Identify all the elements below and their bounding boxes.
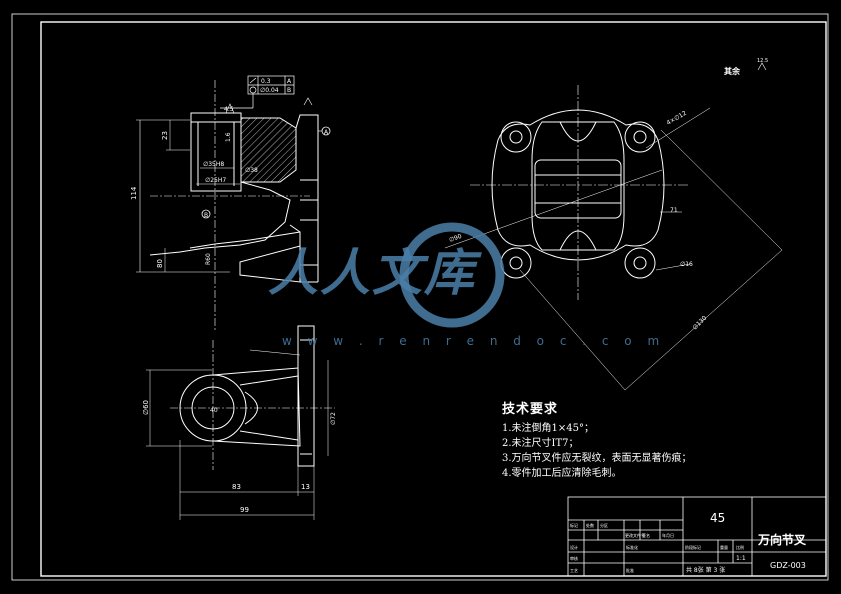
dim-d38: ∅38 [245, 167, 258, 174]
tech-req-item: 4.零件加工后应清除毛刺。 [502, 468, 622, 479]
dim-83: 83 [232, 483, 241, 491]
material: 45 [710, 511, 725, 525]
front-view [136, 75, 331, 330]
datum-b: B [204, 212, 208, 219]
sheet-info: 共 8张 第 3 张 [686, 566, 725, 574]
tb-label-7: 标准化 [626, 544, 638, 550]
dim-d72: ∅72 [330, 412, 337, 425]
outer-frame [11, 13, 829, 581]
tb-label-8: 阶段标记 [685, 544, 701, 550]
tol-row2-value: ∅0.04 [260, 87, 279, 94]
dim-80: 80 [156, 259, 164, 268]
dim-71: 71 [670, 207, 678, 214]
dim-d25: ∅25H7 [205, 177, 226, 184]
tech-req-item: 2.未注尺寸IT7； [502, 438, 579, 449]
hub-inner [191, 386, 235, 430]
dim-4-5: 4.5 [224, 106, 234, 113]
drawing-no: GDZ-003 [770, 561, 806, 570]
tb-label-13: 批准 [626, 567, 634, 573]
dim-d130: ∅130 [691, 315, 708, 332]
top-view [146, 325, 335, 520]
tech-req-heading: 技术要求 [502, 402, 559, 417]
dim-d60: ∅60 [142, 400, 150, 415]
tb-label-11: 审核 [570, 555, 578, 561]
tb-label-3: 更改文件号 [625, 532, 645, 538]
tech-req-item: 1.未注倒角1×45°； [502, 423, 595, 434]
watermark-url: w w w . r e n r e n d o c . c o m [282, 334, 666, 348]
tb-label-9: 重量 [720, 544, 728, 550]
tol-row2-datum: B [287, 87, 291, 94]
dim-99: 99 [240, 506, 249, 514]
title-block [567, 496, 827, 577]
dim-d35: ∅35H8 [203, 161, 224, 168]
datum-a: A [324, 129, 329, 136]
tol-row1-datum: A [287, 78, 292, 85]
dim-d90: ∅90 [448, 233, 463, 244]
scale: 1:1 [736, 555, 746, 562]
dim-114: 114 [130, 186, 138, 200]
inner-frame [40, 21, 827, 577]
watermark-logo [399, 222, 505, 328]
technical-requirements: 技术要求 1.未注倒角1×45°； 2.未注尺寸IT7； 3.万向节叉件应无裂纹… [502, 398, 692, 481]
dim-d16: ∅16 [680, 261, 693, 268]
tech-req-item: 3.万向节叉件应无裂纹，表面无显著伤痕； [502, 453, 692, 464]
tol-row1-value: 0.3 [261, 78, 271, 85]
tolerance-frame [220, 75, 295, 109]
roughness-note: 其余 [724, 66, 741, 76]
tb-label-10: 比例 [736, 544, 744, 550]
dim-23: 23 [161, 131, 169, 140]
roughness-value: 12.5 [757, 58, 768, 64]
tb-label-2: 分区 [600, 522, 608, 528]
dim-1-6: 1.6 [225, 132, 232, 142]
title-block-texts: 45 万向节叉 GDZ-003 1:1 共 8张 第 3 张 标记 处数 分区 … [570, 511, 807, 574]
tb-label-4: 签名 [642, 532, 650, 538]
dim-r60: R60 [205, 253, 212, 265]
tb-label-6: 设计 [570, 544, 578, 550]
part-name: 万向节叉 [757, 532, 807, 547]
dim-4x: 4×∅12 [666, 110, 688, 127]
dim-40: 40 [210, 407, 218, 414]
tb-label-5: 年月日 [662, 532, 674, 538]
dim-13: 13 [301, 483, 310, 491]
tb-label-1: 处数 [586, 522, 594, 528]
watermark-text: 人人文库 [268, 243, 476, 302]
side-view [444, 62, 783, 391]
tb-label-12: 工艺 [570, 568, 578, 573]
tb-label-0: 标记 [570, 522, 578, 528]
